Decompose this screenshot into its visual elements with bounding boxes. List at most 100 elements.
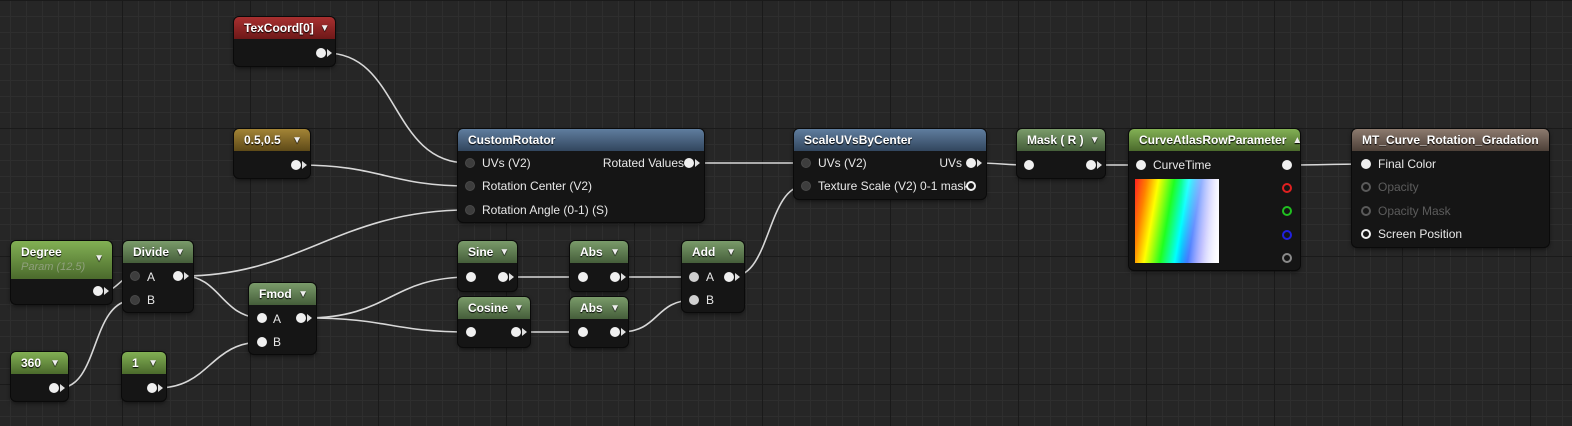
input-pin[interactable] — [466, 272, 476, 282]
node-texcoord[interactable]: TexCoord[0] ▼ — [234, 17, 335, 66]
input-pin[interactable] — [466, 327, 476, 337]
output-arrow-icon — [104, 287, 109, 295]
input-pin[interactable] — [578, 272, 588, 282]
triangle-down-icon[interactable]: ▼ — [726, 246, 736, 258]
triangle-up-icon[interactable]: ▲ — [1292, 134, 1300, 146]
node-title: TexCoord[0] — [244, 21, 314, 35]
input-pin-uvs[interactable] — [801, 158, 811, 168]
output-arrow-icon — [327, 49, 332, 57]
output-arrow-icon — [695, 159, 700, 167]
output-arrow-icon — [621, 328, 626, 336]
pin-label-rotation-center: Rotation Center (V2) — [482, 179, 593, 193]
input-pin-rotation-angle[interactable] — [465, 205, 475, 215]
input-pin-b[interactable] — [130, 295, 140, 305]
output-pin[interactable] — [610, 327, 620, 337]
output-arrow-icon — [1097, 161, 1102, 169]
node-curve-atlas-row-parameter[interactable]: CurveAtlasRowParameter▲ CurveTime — [1129, 129, 1300, 270]
output-pin[interactable] — [147, 383, 157, 393]
triangle-down-icon[interactable]: ▼ — [148, 357, 158, 369]
output-pin[interactable] — [498, 272, 508, 282]
output-arrow-icon — [184, 272, 189, 280]
output-pin-red[interactable] — [1282, 183, 1292, 193]
wire-add-scale — [733, 185, 805, 277]
pin-label-texture-scale: Texture Scale (V2) 0-1 mask — [818, 179, 970, 193]
output-arrow-icon — [735, 273, 740, 281]
triangle-down-icon[interactable]: ▼ — [610, 302, 620, 314]
node-sine[interactable]: Sine ▼ — [458, 241, 517, 291]
node-divide[interactable]: Divide▼ A B — [123, 241, 193, 312]
input-pin-uvs[interactable] — [465, 158, 475, 168]
node-constant-360[interactable]: 360▼ — [11, 352, 68, 401]
node-fmod[interactable]: Fmod▼ A B — [249, 283, 316, 354]
input-pin-opacity-mask[interactable] — [1361, 206, 1371, 216]
wire-fmod-cosine — [305, 317, 471, 333]
node-mask-r[interactable]: Mask ( R )▼ — [1017, 129, 1105, 178]
pin-label-a: A — [706, 270, 715, 284]
output-pin[interactable] — [93, 286, 103, 296]
node-material-result[interactable]: MT_Curve_Rotation_Gradation Final Color … — [1352, 129, 1549, 247]
triangle-down-icon[interactable]: ▼ — [175, 246, 185, 258]
output-pin-rgb[interactable] — [1282, 160, 1292, 170]
input-pin-final-color[interactable] — [1361, 159, 1371, 169]
node-abs-sine[interactable]: Abs ▼ — [570, 241, 628, 291]
triangle-down-icon[interactable]: ▼ — [292, 134, 302, 146]
output-pin[interactable] — [1086, 160, 1096, 170]
node-custom-rotator[interactable]: CustomRotator UVs (V2) Rotated Values Ro… — [458, 129, 704, 222]
node-constant-1[interactable]: 1▼ — [122, 352, 166, 401]
node-title: Sine — [468, 245, 494, 259]
output-pin[interactable] — [296, 313, 306, 323]
triangle-down-icon[interactable]: ▼ — [499, 246, 510, 258]
input-pin-texture-scale[interactable] — [801, 181, 811, 191]
output-pin[interactable] — [49, 383, 59, 393]
node-abs-cosine[interactable]: Abs ▼ — [570, 297, 628, 347]
node-cosine[interactable]: Cosine▼ — [458, 297, 530, 347]
input-pin-b[interactable] — [257, 337, 267, 347]
input-pin-a[interactable] — [257, 313, 267, 323]
input-pin-a[interactable] — [130, 271, 140, 281]
node-title: Abs — [580, 301, 603, 315]
output-pin-uvs[interactable] — [966, 158, 976, 168]
output-pin-rotated-values[interactable] — [684, 158, 694, 168]
output-pin[interactable] — [316, 48, 326, 58]
input-pin-b[interactable] — [689, 295, 699, 305]
pin-label-final-color: Final Color — [1378, 157, 1437, 171]
node-title: CurveAtlasRowParameter — [1139, 133, 1287, 147]
node-subtitle: Param (12.5) — [21, 261, 86, 273]
output-pin[interactable] — [610, 272, 620, 282]
node-title: Fmod — [259, 287, 292, 301]
triangle-down-icon[interactable]: ▼ — [1089, 134, 1100, 146]
input-pin[interactable] — [578, 327, 588, 337]
output-pin[interactable] — [173, 271, 183, 281]
input-pin-rotation-center[interactable] — [465, 181, 475, 191]
curve-preview-gradient — [1135, 179, 1219, 263]
node-title: 0.5,0.5 — [244, 133, 281, 147]
output-pin[interactable] — [291, 160, 301, 170]
output-pin-mask[interactable] — [966, 181, 976, 191]
output-pin-green[interactable] — [1282, 206, 1292, 216]
input-pin-curve-time[interactable] — [1136, 160, 1146, 170]
node-title: Abs — [580, 245, 603, 259]
triangle-down-icon[interactable]: ▼ — [514, 302, 524, 314]
node-degree-param[interactable]: Degree▼ Param (12.5) — [11, 241, 112, 304]
input-pin-opacity[interactable] — [1361, 182, 1371, 192]
triangle-down-icon[interactable]: ▼ — [319, 22, 330, 34]
node-constant-vector[interactable]: 0.5,0.5 ▼ — [234, 129, 310, 178]
triangle-down-icon[interactable]: ▼ — [94, 253, 104, 264]
pin-label-a: A — [147, 270, 156, 284]
triangle-down-icon[interactable]: ▼ — [50, 357, 60, 369]
node-scale-uvs-by-center[interactable]: ScaleUVsByCenter UVs (V2) UVs Texture Sc… — [794, 129, 986, 199]
output-arrow-icon — [307, 314, 312, 322]
wire-texcoord-rotator — [325, 52, 469, 164]
wire-fmod-sine — [305, 276, 471, 319]
triangle-down-icon[interactable]: ▼ — [298, 288, 308, 300]
output-pin-blue[interactable] — [1282, 230, 1292, 240]
output-pin-alpha[interactable] — [1282, 253, 1292, 263]
input-pin[interactable] — [1024, 160, 1034, 170]
input-pin-a[interactable] — [689, 272, 699, 282]
output-pin[interactable] — [724, 272, 734, 282]
node-add[interactable]: Add▼ A B — [682, 241, 744, 312]
input-pin-screen-position[interactable] — [1361, 229, 1371, 239]
triangle-down-icon[interactable]: ▼ — [610, 246, 620, 258]
output-pin[interactable] — [511, 327, 521, 337]
pin-label-opacity-mask: Opacity Mask — [1378, 204, 1451, 218]
